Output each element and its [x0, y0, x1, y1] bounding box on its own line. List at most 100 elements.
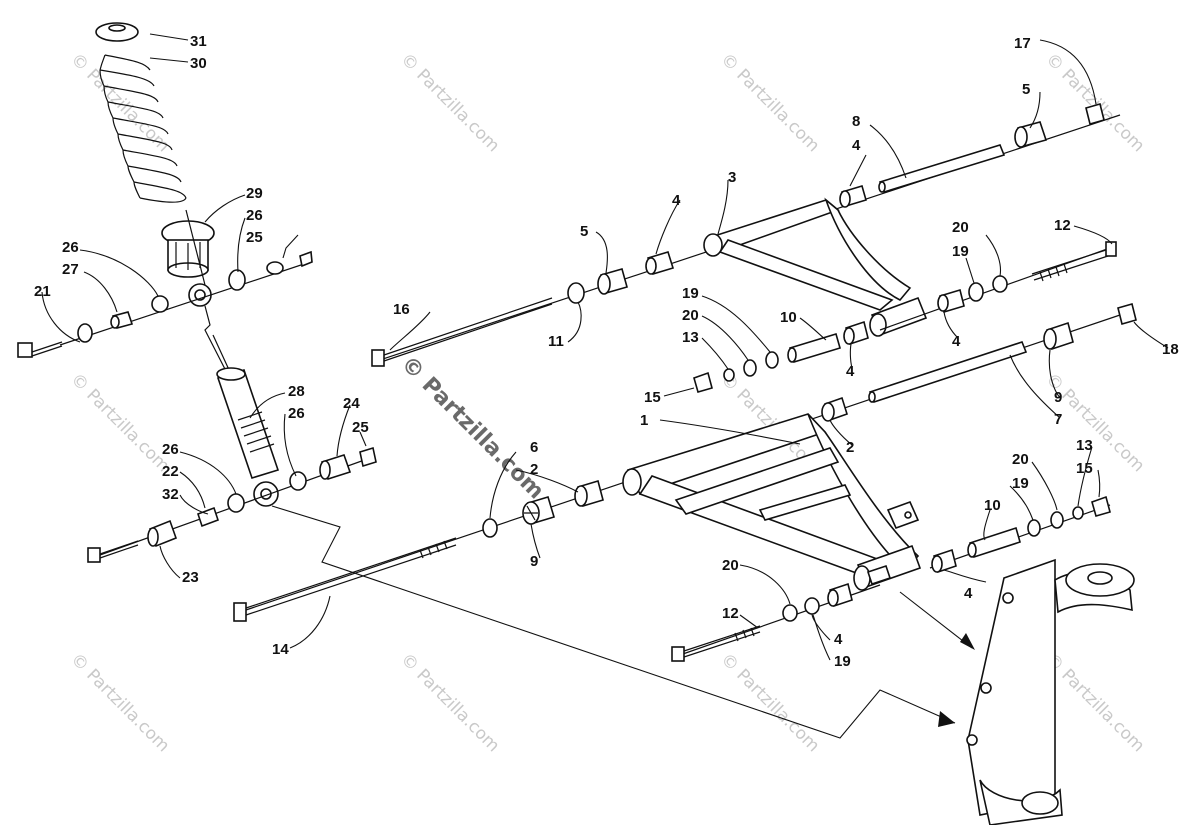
bolt-21: [17, 341, 63, 358]
callout-10: 10: [780, 309, 797, 326]
callout-20: 20: [682, 307, 699, 324]
sleeve-10: [787, 332, 841, 364]
callout-30: 30: [190, 55, 207, 72]
callout-26: 26: [62, 239, 79, 256]
callout-18: 18: [1162, 341, 1179, 358]
bolt-14: [233, 537, 457, 622]
bushing-26: [228, 269, 246, 291]
bushing-4: [931, 548, 957, 574]
spacer-27: [110, 311, 134, 329]
bushing-9: [522, 496, 555, 525]
spring-seat-cap: [95, 22, 139, 42]
washer-11: [567, 282, 585, 304]
upper-a-arm: [703, 197, 928, 337]
callout-15: 15: [644, 389, 661, 406]
callout-29: 29: [246, 185, 263, 202]
nut-25: [359, 446, 377, 468]
sleeve-10: [967, 526, 1021, 559]
bushing-2: [821, 396, 848, 422]
callout-21: 21: [34, 283, 51, 300]
spring-adjuster: [161, 220, 215, 278]
washer: [266, 261, 284, 275]
shaft-8: [878, 144, 1006, 193]
callout-11: 11: [548, 333, 564, 350]
callout-23: 23: [182, 569, 199, 586]
nut-18: [1117, 303, 1137, 325]
washer-20: [743, 359, 757, 377]
nut-17: [1085, 103, 1105, 125]
nut-15: [1091, 495, 1111, 517]
bushing-4: [645, 251, 675, 275]
shock-rod: [204, 305, 229, 376]
callout-14: 14: [272, 641, 289, 658]
callout-26: 26: [246, 207, 263, 224]
nut-15: [693, 371, 713, 393]
callout-4: 4: [964, 585, 973, 602]
callout-22: 22: [162, 463, 179, 480]
bushing-26: [151, 295, 169, 313]
bushing-2: [574, 479, 604, 508]
washer-6: [482, 518, 498, 538]
callout-20: 20: [1012, 451, 1029, 468]
shaft-7: [868, 341, 1028, 403]
callout-15: 15: [1076, 460, 1093, 477]
watermark: © Partzilla.com: [66, 649, 173, 756]
callout-26: 26: [162, 441, 179, 458]
watermark: © Partzilla.com: [396, 649, 503, 756]
callout-25: 25: [352, 419, 369, 436]
washer: [77, 323, 93, 343]
washer-19: [804, 597, 820, 615]
callout-13: 13: [682, 329, 699, 346]
bolt-32: [87, 540, 139, 563]
bushing-4: [839, 185, 867, 208]
callout-16: 16: [393, 301, 410, 318]
bushing-4: [843, 320, 869, 346]
callout-20: 20: [952, 219, 969, 236]
washer-19: [765, 351, 779, 369]
callout-5: 5: [1022, 81, 1030, 98]
watermark: © Partzilla.com: [1041, 649, 1148, 756]
callout-4: 4: [846, 363, 855, 380]
shock-body: [216, 367, 280, 479]
watermark: © Partzilla.com: [1041, 49, 1148, 156]
assembly-arrow-arm: [899, 591, 973, 649]
spring-shaft: [185, 209, 206, 286]
callout-12: 12: [1054, 217, 1071, 234]
callout-3: 3: [728, 169, 736, 186]
callout-6: 6: [530, 439, 538, 456]
bushing-26: [227, 493, 245, 513]
callout-12: 12: [722, 605, 739, 622]
callout-7: 7: [1054, 411, 1062, 428]
shock-mount-tab: [886, 500, 920, 530]
callout-32: 32: [162, 486, 179, 503]
callout-2: 2: [846, 439, 854, 456]
callout-4: 4: [834, 631, 843, 648]
callout-9: 9: [530, 553, 538, 570]
upper-a-arm-group: [371, 103, 1121, 393]
callout-4: 4: [852, 137, 861, 154]
callout-19: 19: [682, 285, 699, 302]
watermark: © Partzilla.com: [716, 49, 823, 156]
callout-27: 27: [62, 261, 79, 278]
bushing-5: [597, 268, 628, 295]
bolt-16: [371, 297, 553, 367]
callout-26: 26: [288, 405, 305, 422]
callout-31: 31: [190, 33, 207, 50]
callout-19: 19: [1012, 475, 1029, 492]
callout-8: 8: [852, 113, 860, 130]
lower-a-arm-group: [233, 303, 1137, 662]
callout-17: 17: [1014, 35, 1031, 52]
callout-5: 5: [580, 223, 588, 240]
callout-9: 9: [1054, 389, 1062, 406]
washer-20: [782, 604, 798, 622]
bushing-5: [1014, 121, 1048, 148]
sleeve-24: [319, 454, 352, 480]
assembly-arrow-shock: [271, 505, 956, 739]
shock-assembly: [17, 22, 377, 563]
callout-20: 20: [722, 557, 739, 574]
upper-mount-axis: [59, 261, 311, 346]
callout-4: 4: [952, 333, 961, 350]
watermark: © Partzilla.com: [396, 49, 503, 156]
